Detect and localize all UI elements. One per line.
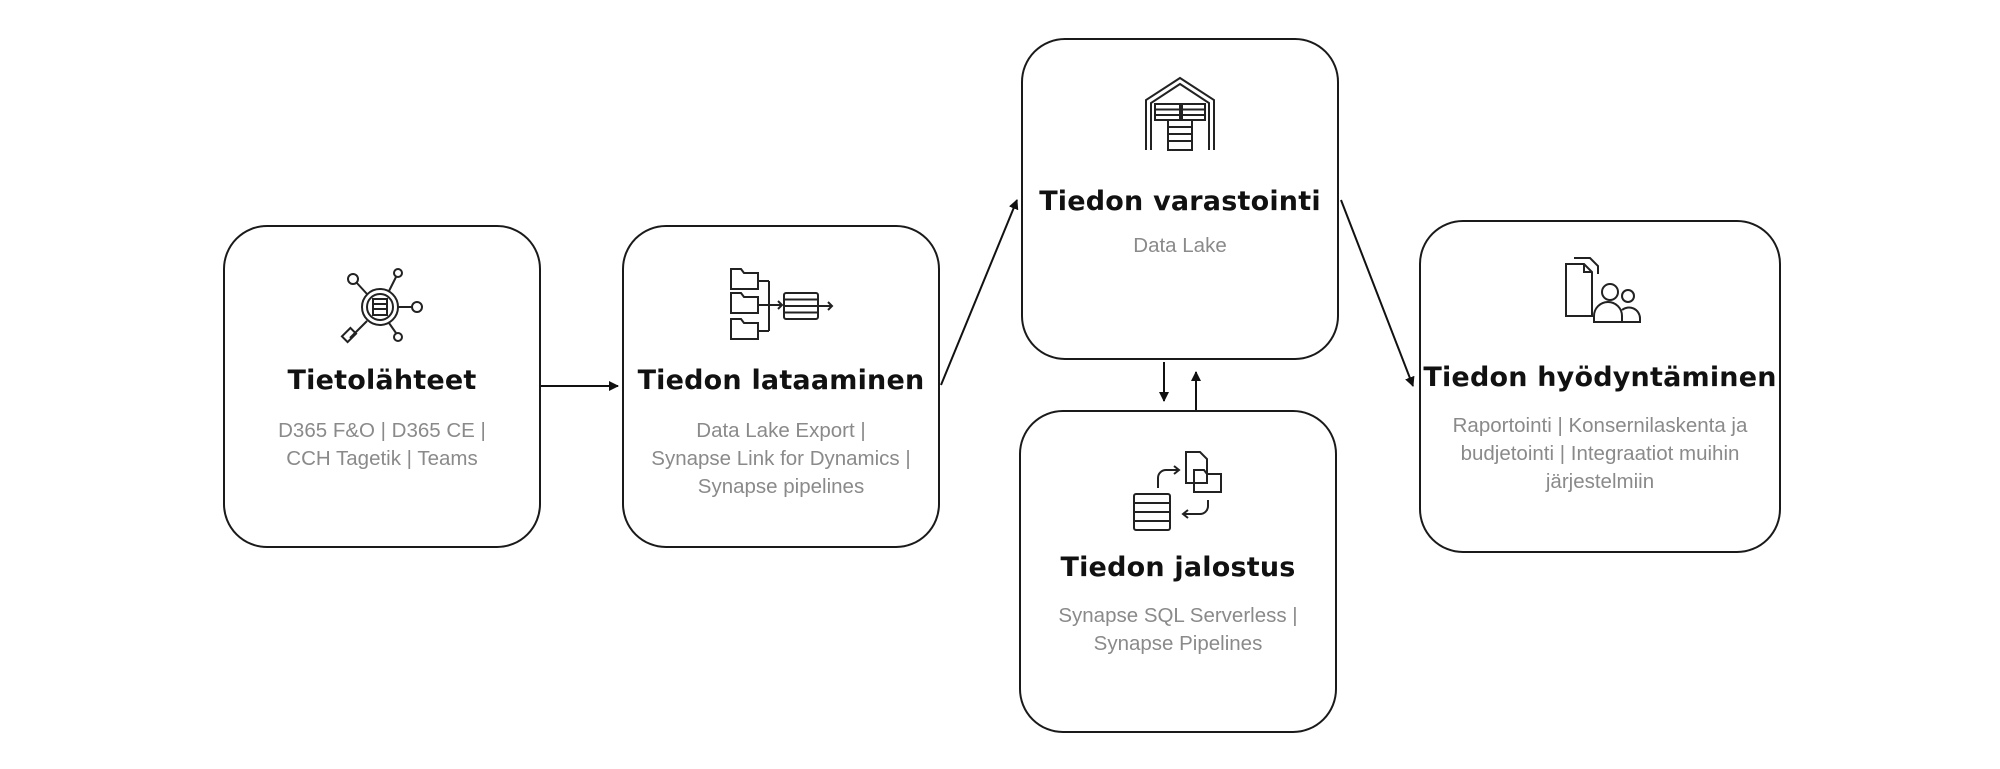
node-loading: Tiedon lataaminen Data Lake Export | Syn… [622,225,940,548]
node-title: Tiedon lataaminen [637,365,925,396]
node-title: Tiedon varastointi [1039,186,1321,217]
node-description: Data Lake Export | Synapse Link for Dyna… [651,419,911,498]
folders-to-database-icon [723,263,839,354]
node-storage: Tiedon varastointi Data Lake [1021,38,1339,360]
warehouse-icon [1142,74,1218,159]
node-description: Raportointi | Konsernilaskenta ja budjet… [1452,414,1748,493]
node-refining: Tiedon jalostus Synapse SQL Serverless |… [1019,410,1337,733]
node-title: Tietolähteet [287,365,477,396]
node-description: Data Lake [1133,234,1227,257]
node-title: Tiedon jalostus [1060,552,1296,583]
data-search-icon [334,265,430,366]
arrow-loading-to-storage [940,199,1019,386]
data-transform-icon [1128,448,1228,539]
documents-users-icon [1558,256,1642,333]
node-sources: Tietolähteet D365 F&O | D365 CE | CCH Ta… [223,225,541,548]
node-description: Synapse SQL Serverless | Synapse Pipelin… [1058,604,1298,655]
arrow-storage-to-utilization [1340,199,1415,387]
node-title: Tiedon hyödyntäminen [1423,362,1777,393]
node-utilization: Tiedon hyödyntäminen Raportointi | Konse… [1419,220,1781,553]
node-description: D365 F&O | D365 CE | CCH Tagetik | Teams [278,419,486,470]
